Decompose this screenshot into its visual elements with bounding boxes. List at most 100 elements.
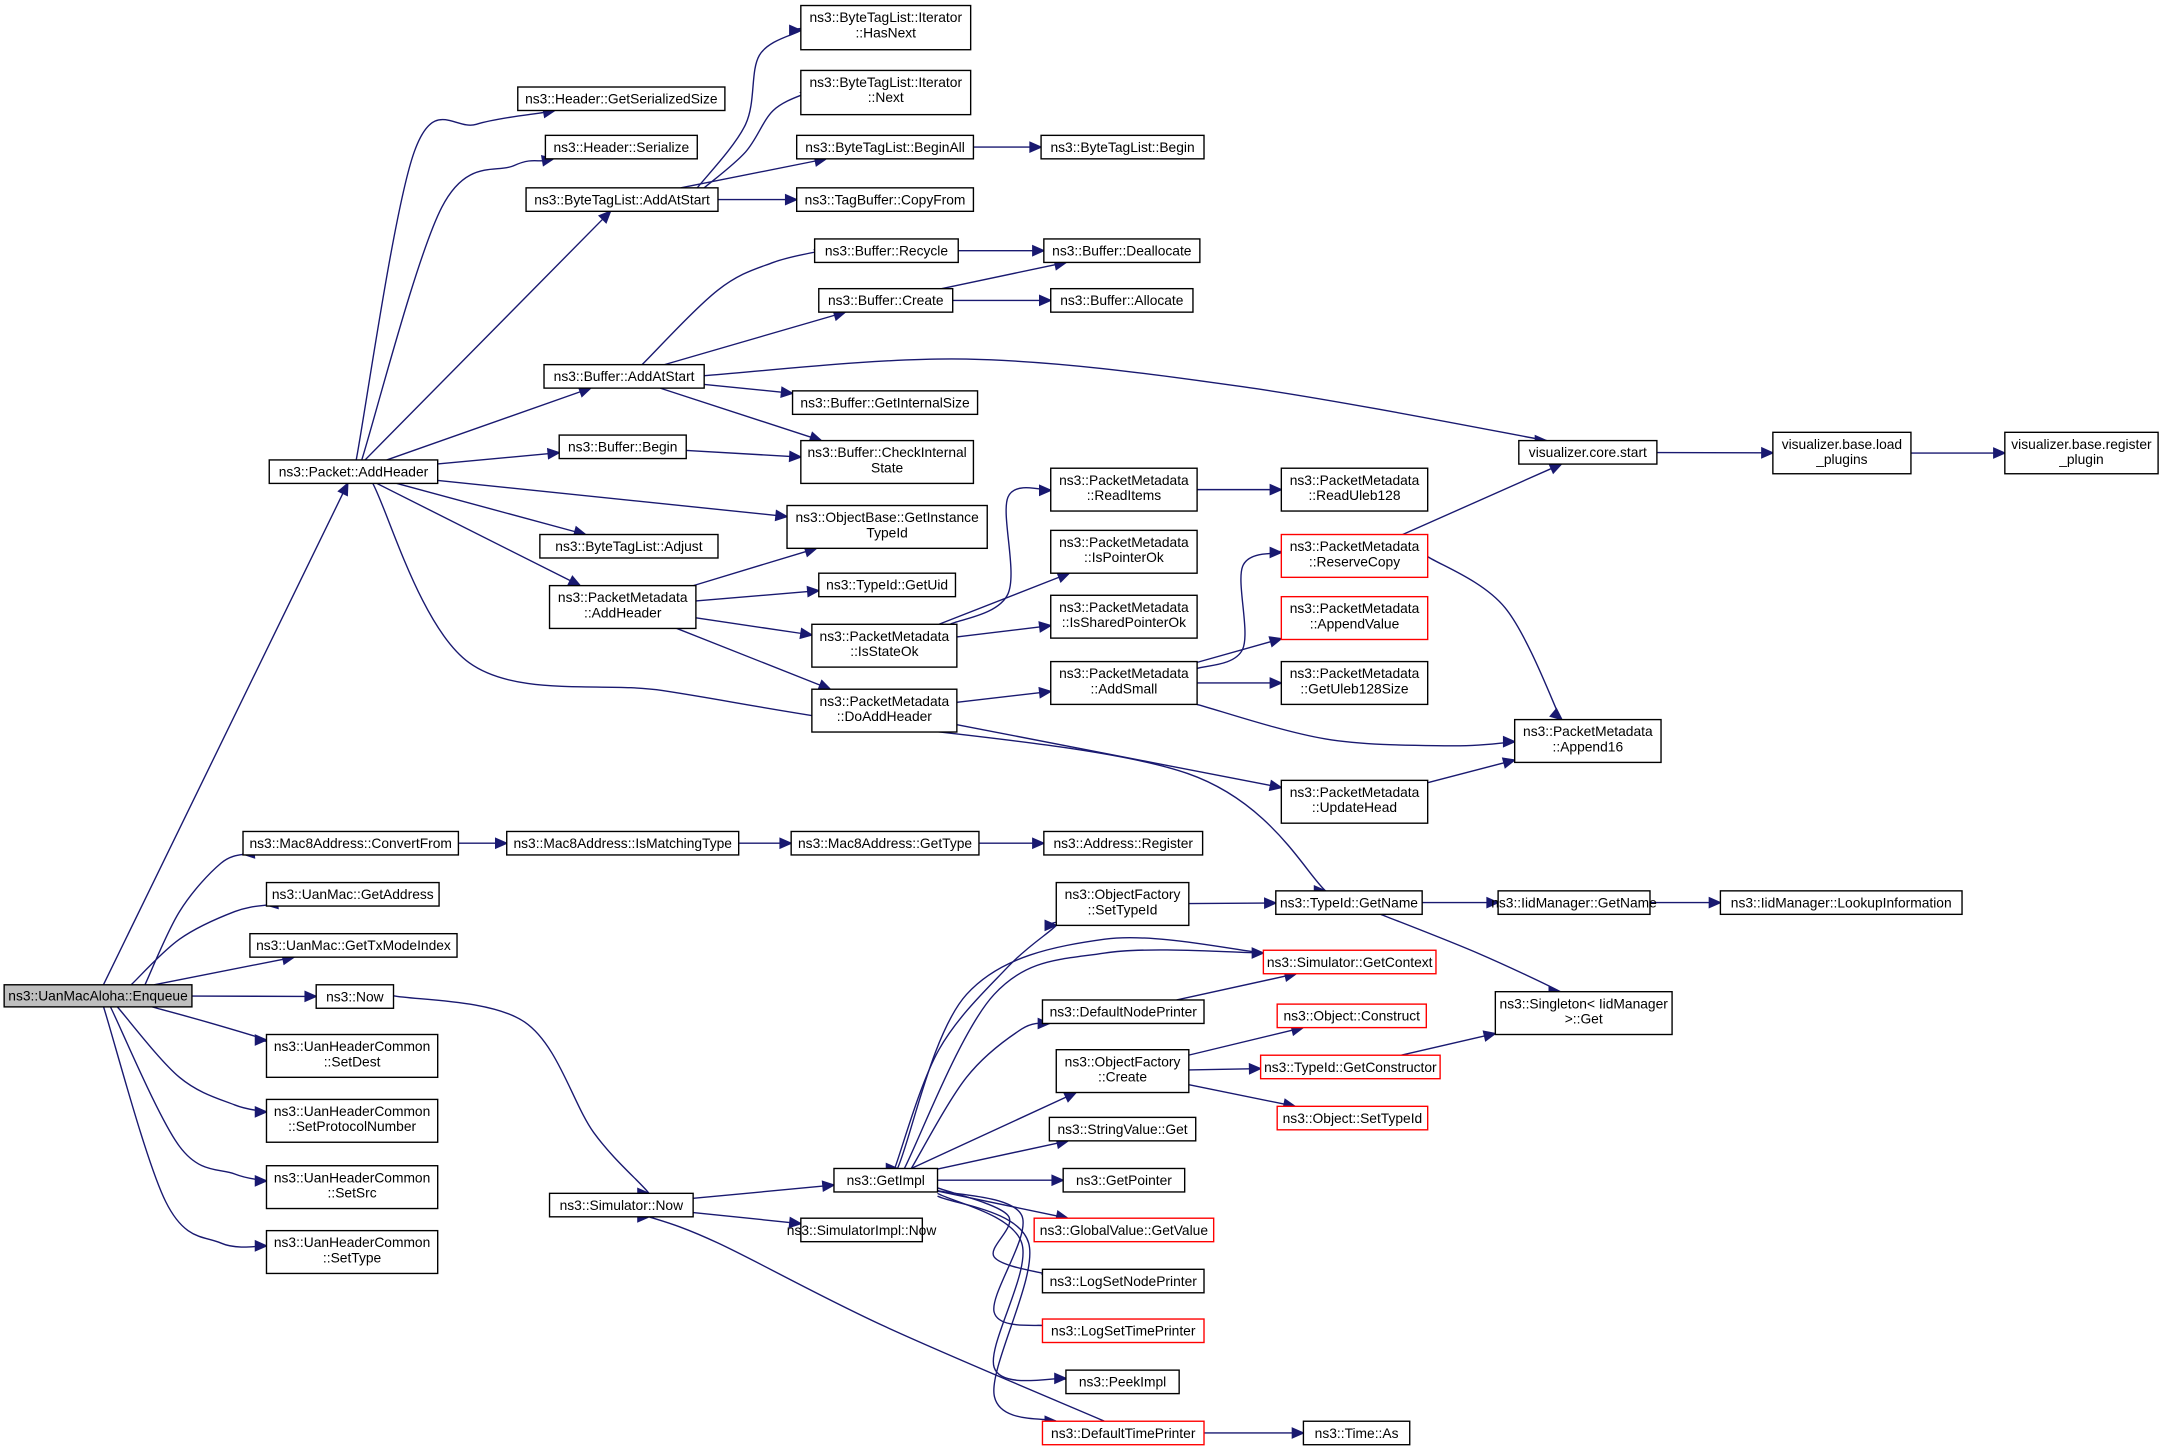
node-btl-it-next[interactable]: ns3::ByteTagList::Iterator::Next — [800, 69, 972, 116]
node-tagbuf-copyfrom[interactable]: ns3::TagBuffer::CopyFrom — [795, 187, 975, 213]
node-buf-deallocate[interactable]: ns3::Buffer::Deallocate — [1043, 238, 1201, 264]
node-typeid-getconstructor[interactable]: ns3::TypeId::GetConstructor — [1259, 1054, 1441, 1080]
node-getimpl[interactable]: ns3::GetImpl — [833, 1167, 939, 1193]
node-buf-allocate[interactable]: ns3::Buffer::Allocate — [1050, 287, 1194, 313]
node-uhc-setdest[interactable]: ns3::UanHeaderCommon::SetDest — [265, 1033, 439, 1079]
edge-line — [364, 218, 604, 461]
node-pm-reservecopy[interactable]: ns3::PacketMetadata::ReserveCopy — [1280, 533, 1429, 579]
node-label: ns3::Time::As — [1315, 1426, 1399, 1441]
node-box — [2004, 431, 2159, 475]
node-label: ns3::PeekImpl — [1079, 1375, 1166, 1390]
node-btl-adjust[interactable]: ns3::ByteTagList::Adjust — [539, 533, 719, 559]
node-box — [786, 504, 988, 550]
node-vis-register-plugin[interactable]: visualizer.base.register_plugin — [2004, 431, 2159, 475]
node-pm-ispointerok[interactable]: ns3::PacketMetadata::IsPointerOk — [1050, 529, 1198, 574]
node-pm-append16[interactable]: ns3::PacketMetadata::Append16 — [1513, 718, 1662, 764]
node-vis-load-plugins[interactable]: visualizer.base.load_plugins — [1772, 431, 1912, 475]
node-stringvalue-get[interactable]: ns3::StringValue::Get — [1048, 1116, 1197, 1142]
node-label: ns3::Simulator::Now — [560, 1198, 683, 1213]
node-sim-now[interactable]: ns3::Simulator::Now — [548, 1192, 694, 1218]
node-pm-addheader[interactable]: ns3::PacketMetadata::AddHeader — [548, 584, 697, 630]
node-iidm-lookupinfo[interactable]: ns3::IidManager::LookupInformation — [1719, 890, 1963, 916]
edge-pm_readitems-to-pm_readuleb128 — [1197, 483, 1284, 496]
node-pm-getuleb128size[interactable]: ns3::PacketMetadata::GetUleb128Size — [1280, 660, 1429, 706]
node-uanmac-gettxmodeindex[interactable]: ns3::UanMac::GetTxModeIndex — [249, 932, 458, 958]
node-addr-register[interactable]: ns3::Address::Register — [1043, 830, 1204, 856]
node-typeid-getname[interactable]: ns3::TypeId::GetName — [1275, 890, 1423, 916]
node-hdr-getsersize[interactable]: ns3::Header::GetSerializedSize — [517, 86, 726, 112]
node-btl-addatstart[interactable]: ns3::ByteTagList::AddAtStart — [525, 187, 719, 213]
node-uhc-settype[interactable]: ns3::UanHeaderCommon::SetType — [265, 1229, 439, 1275]
node-box — [1302, 1420, 1411, 1446]
node-uanmac-getaddress[interactable]: ns3::UanMac::GetAddress — [265, 881, 440, 907]
node-box — [265, 1033, 439, 1079]
node-mac8-gettype[interactable]: ns3::Mac8Address::GetType — [790, 830, 980, 856]
node-time-as[interactable]: ns3::Time::As — [1302, 1420, 1411, 1446]
node-buf-begin[interactable]: ns3::Buffer::Begin — [558, 434, 687, 460]
node-pm-issharedpointerok[interactable]: ns3::PacketMetadata::IsSharedPointerOk — [1050, 594, 1198, 639]
arrowhead-icon — [784, 193, 799, 206]
node-iidm-getname[interactable]: ns3::IidManager::GetName — [1491, 890, 1657, 916]
node-buf-getinternalsize[interactable]: ns3::Buffer::GetInternalSize — [791, 390, 979, 416]
edge-buf_addatstart-to-buf_create — [664, 309, 847, 366]
node-mac8-convertfrom[interactable]: ns3::Mac8Address::ConvertFrom — [242, 830, 460, 856]
node-buf-recycle[interactable]: ns3::Buffer::Recycle — [813, 238, 959, 264]
node-label: ns3::ByteTagList::AddAtStart — [534, 192, 710, 207]
node-label: ns3::LogSetNodePrinter — [1050, 1274, 1198, 1289]
node-label: ::AppendValue — [1310, 616, 1400, 631]
edge-btl_addatstart-to-tagbuf_copyfrom — [717, 193, 799, 206]
node-buf-create[interactable]: ns3::Buffer::Create — [818, 287, 954, 313]
node-typeid-getuid[interactable]: ns3::TypeId::GetUid — [818, 572, 957, 598]
node-label: ns3::Mac8Address::GetType — [798, 836, 972, 851]
node-label: ::DoAddHeader — [837, 709, 932, 724]
edge-buf_create-to-buf_allocate — [952, 294, 1053, 307]
node-of-settypeid[interactable]: ns3::ObjectFactory::SetTypeId — [1055, 881, 1190, 927]
node-enqueue[interactable]: ns3::UanMacAloha::Enqueue — [3, 984, 193, 1008]
node-peekimpl[interactable]: ns3::PeekImpl — [1065, 1369, 1180, 1395]
node-getpointer[interactable]: ns3::GetPointer — [1062, 1167, 1186, 1193]
node-pm-addsmall[interactable]: ns3::PacketMetadata::AddSmall — [1050, 660, 1198, 706]
node-now[interactable]: ns3::Now — [315, 984, 395, 1009]
nodes-layer: ns3::UanMacAloha::Enqueue ns3::Packet::Ad… — [3, 4, 2159, 1446]
node-singleton-get[interactable]: ns3::Singleton< IidManager>::Get — [1494, 990, 1673, 1036]
node-pm-readitems[interactable]: ns3::PacketMetadata::ReadItems — [1050, 467, 1198, 512]
node-hdr-serialize[interactable]: ns3::Header::Serialize — [544, 134, 698, 160]
node-defaultnodeprinter[interactable]: ns3::DefaultNodePrinter — [1041, 999, 1205, 1025]
node-buf-addatstart[interactable]: ns3::Buffer::AddAtStart — [543, 363, 705, 389]
node-globalvalue-getvalue[interactable]: ns3::GlobalValue::GetValue — [1033, 1217, 1215, 1243]
node-vis-core-start[interactable]: visualizer.core.start — [1518, 439, 1658, 465]
node-box — [3, 984, 193, 1008]
edge-line — [102, 493, 344, 986]
node-pm-appendvalue[interactable]: ns3::PacketMetadata::AppendValue — [1280, 595, 1429, 641]
node-of-create[interactable]: ns3::ObjectFactory::Create — [1055, 1049, 1190, 1094]
node-logsetnodeprinter[interactable]: ns3::LogSetNodePrinter — [1041, 1268, 1205, 1294]
node-box — [265, 1165, 439, 1210]
arrowhead-icon — [254, 1105, 269, 1118]
node-uhc-setsrc[interactable]: ns3::UanHeaderCommon::SetSrc — [265, 1165, 439, 1210]
node-obj-construct[interactable]: ns3::Object::Construct — [1276, 1003, 1427, 1029]
node-pm-doaddheader[interactable]: ns3::PacketMetadata::DoAddHeader — [811, 688, 958, 733]
node-sim-getcontext[interactable]: ns3::Simulator::GetContext — [1262, 949, 1437, 975]
edge-line — [693, 1211, 790, 1224]
node-label: ns3::UanHeaderCommon — [274, 1104, 430, 1119]
arrowhead-icon — [1501, 757, 1517, 769]
node-pkt-addheader[interactable]: ns3::Packet::AddHeader — [268, 459, 439, 485]
node-btl-begin[interactable]: ns3::ByteTagList::Begin — [1040, 134, 1205, 160]
node-logsettimeprinter[interactable]: ns3::LogSetTimePrinter — [1041, 1318, 1205, 1344]
node-obj-settypeid[interactable]: ns3::Object::SetTypeId — [1276, 1105, 1429, 1131]
node-simimpl-now[interactable]: ns3::SimulatorImpl::Now — [787, 1217, 937, 1243]
node-uhc-setprotocolnumber[interactable]: ns3::UanHeaderCommon::SetProtocolNumber — [265, 1098, 439, 1143]
node-btl-it-hasnext[interactable]: ns3::ByteTagList::Iterator::HasNext — [800, 4, 972, 51]
node-pm-updatehead[interactable]: ns3::PacketMetadata::UpdateHead — [1280, 779, 1429, 824]
edge-pkt_addheader-to-hdr_serialize — [361, 155, 556, 461]
arrowhead-icon — [1264, 897, 1278, 910]
node-pm-readuleb128[interactable]: ns3::PacketMetadata::ReadUleb128 — [1280, 467, 1429, 512]
node-btl-beginall[interactable]: ns3::ByteTagList::BeginAll — [795, 134, 975, 160]
node-pm-isstateok[interactable]: ns3::PacketMetadata::IsStateOk — [811, 623, 958, 668]
node-mac8-ismatchingtype[interactable]: ns3::Mac8Address::IsMatchingType — [506, 830, 740, 856]
node-defaulttimeprinter[interactable]: ns3::DefaultTimePrinter — [1041, 1420, 1205, 1446]
node-label: ns3::Buffer::Allocate — [1060, 293, 1184, 308]
node-label: ns3::PacketMetadata — [820, 694, 950, 709]
